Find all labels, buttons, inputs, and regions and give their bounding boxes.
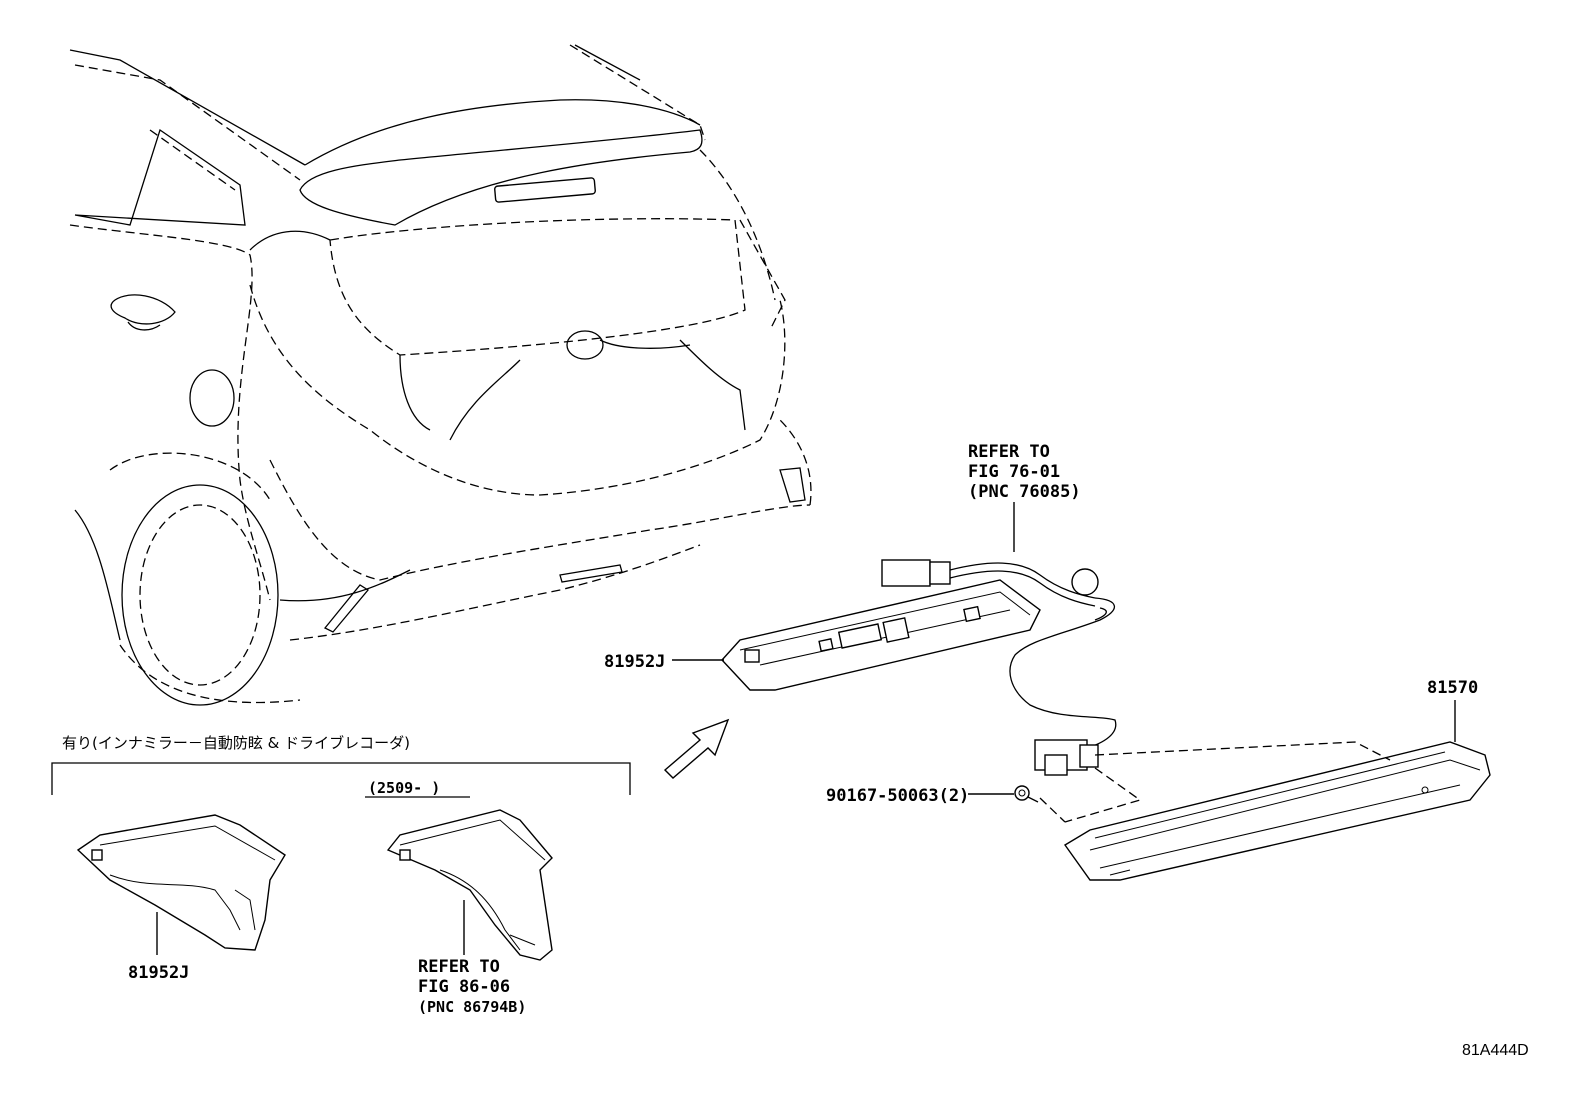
car-rear-illustration xyxy=(69,44,812,706)
cover-refer-86-06 xyxy=(386,809,553,961)
cover-81952j-upper xyxy=(721,579,1041,691)
refer-bottom-line3: (PNC 86794B) xyxy=(418,998,526,1016)
part-number-81952j-lower: 81952J xyxy=(128,963,189,983)
option-bracket-line xyxy=(51,762,631,795)
cover-81952j-lower xyxy=(76,814,286,951)
screw-90167 xyxy=(1014,785,1039,803)
refer-bottom-line2: FIG 86-06 xyxy=(418,977,510,997)
wire-harness xyxy=(881,559,1117,776)
refer-top-line3: (PNC 76085) xyxy=(968,482,1081,502)
part-number-90167: 90167-50063(2) xyxy=(826,786,969,806)
car-stop-light xyxy=(494,177,596,203)
date-range: (2509- ) xyxy=(368,779,440,797)
part-number-81570: 81570 xyxy=(1427,678,1478,698)
refer-bottom-line1: REFER TO xyxy=(418,957,500,977)
direction-arrow xyxy=(663,718,730,779)
figure-id: 81A444D xyxy=(1462,1042,1529,1059)
refer-top-line2: FIG 76-01 xyxy=(968,462,1060,482)
option-note: 有り(インナミラー－自動防眩 & ドライブレコーダ) xyxy=(62,734,410,752)
refer-top-line1: REFER TO xyxy=(968,442,1050,462)
part-number-81952j-upper: 81952J xyxy=(604,652,665,672)
stop-light-81570 xyxy=(1063,741,1491,881)
